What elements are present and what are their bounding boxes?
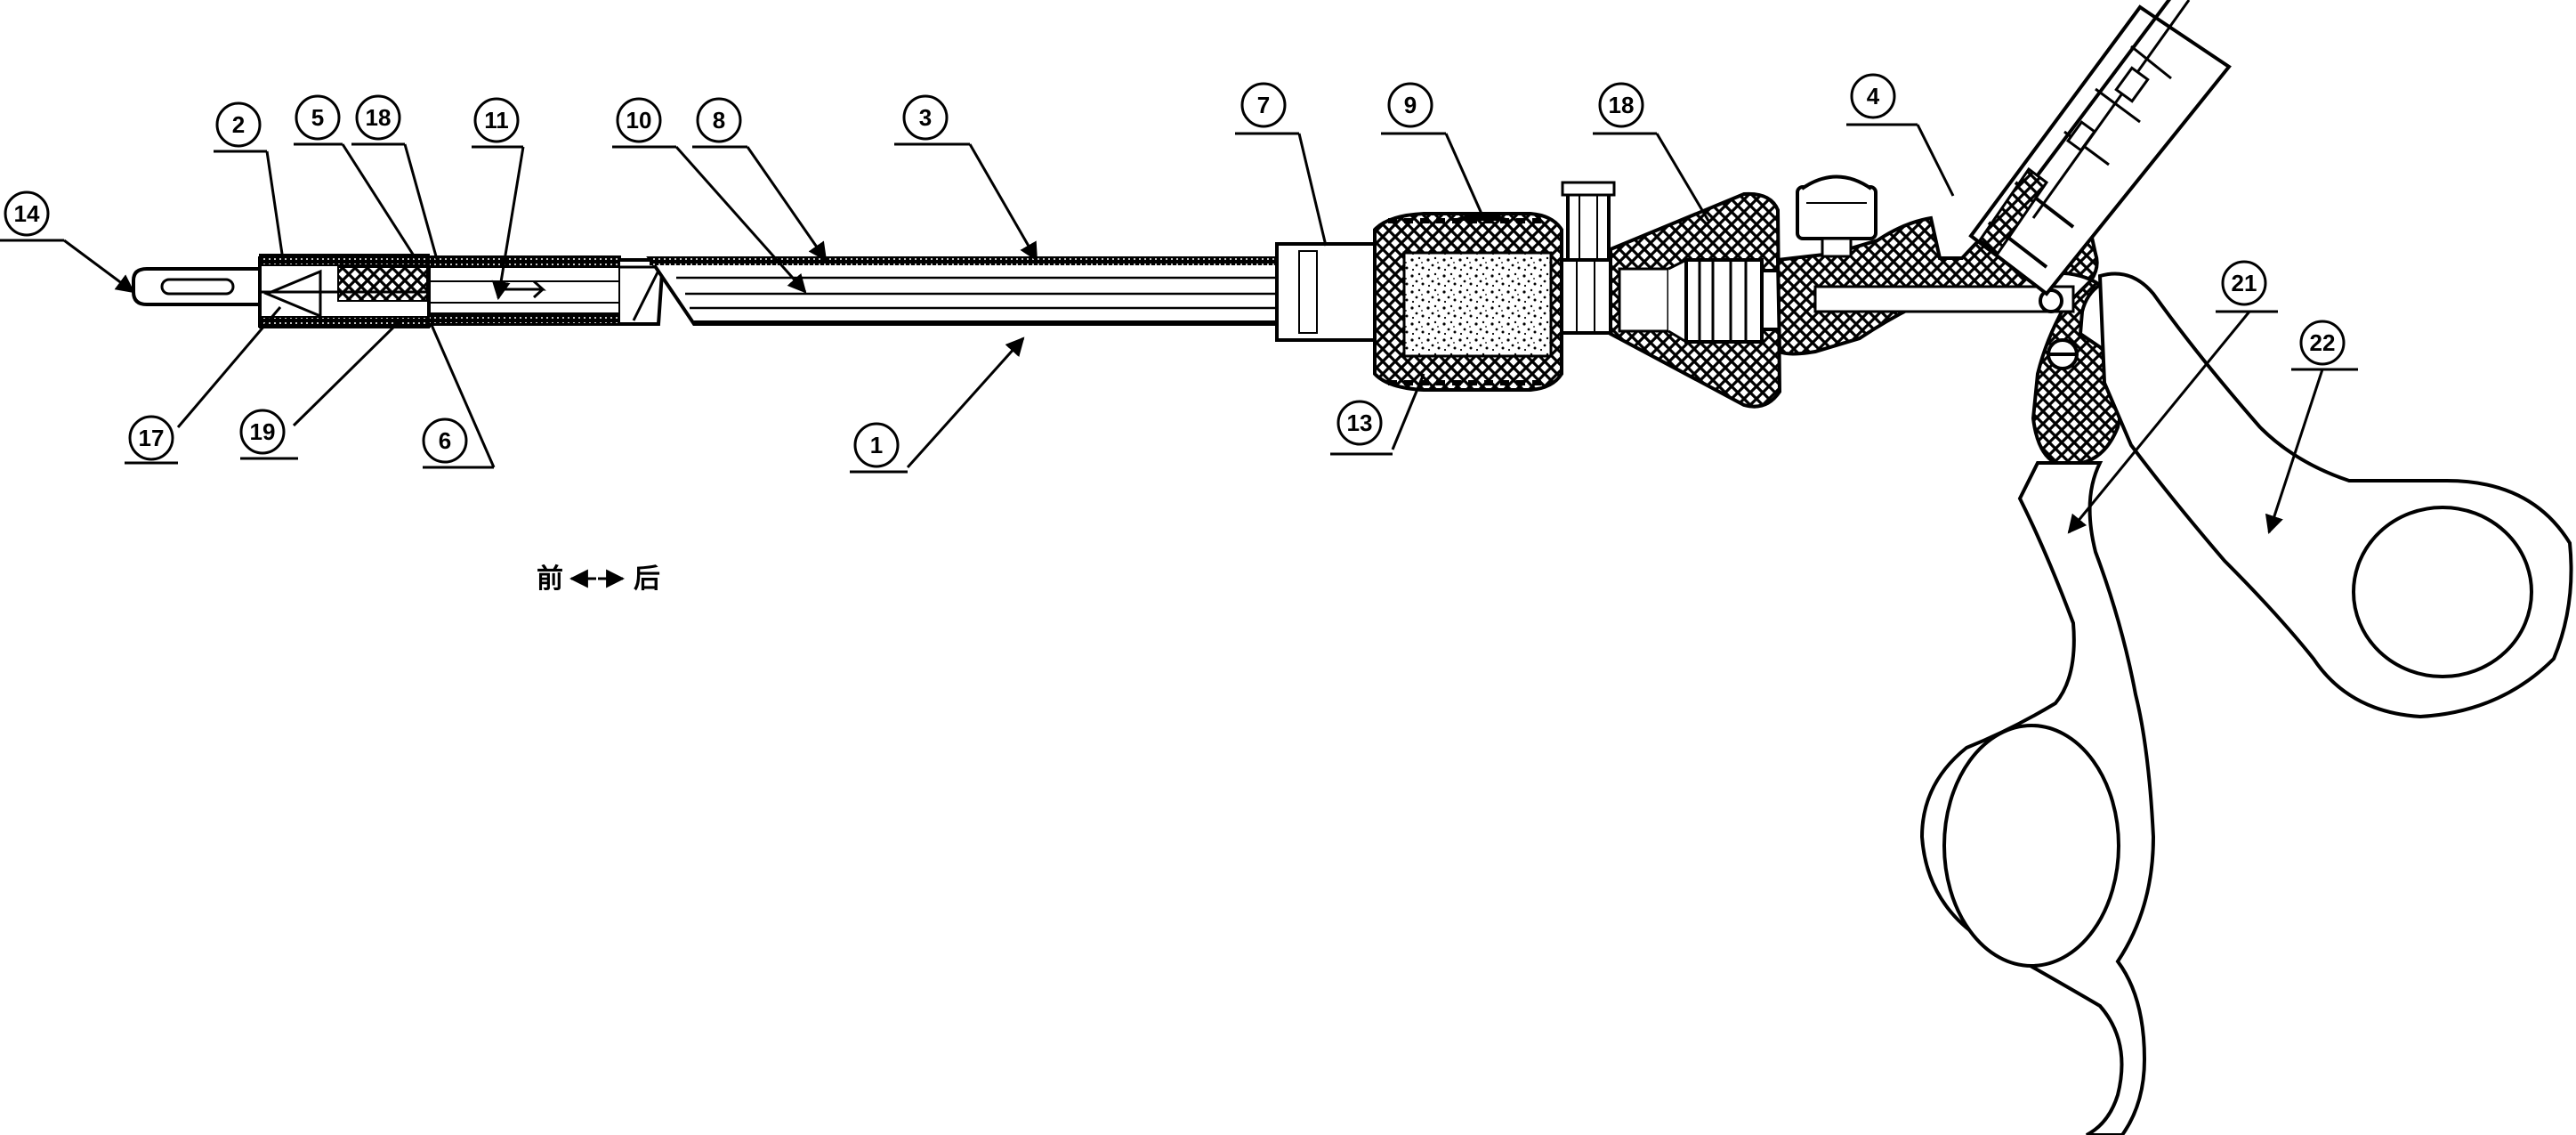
callout-11: 11 [472,97,525,301]
rotation-knob [1275,212,1563,392]
callout-label: 11 [484,107,509,134]
callout-22: 22 [2265,320,2358,534]
valve-cap [1566,187,1611,262]
callout-label: 8 [713,107,725,134]
distal-tip-assembly [132,254,666,328]
callout-label: 4 [1867,83,1880,109]
shaft [646,256,1279,326]
callout-17: 17 [125,306,282,465]
callout-9: 9 [1381,82,1483,215]
callouts: 14 2 5 18 11 [0,73,2358,534]
callout-label: 3 [919,104,932,131]
finger-loop-lower [1919,461,2156,1135]
callout-label: 10 [626,107,652,134]
callout-13: 13 [1330,373,1425,456]
callout-label: 7 [1257,92,1270,118]
callout-14: 14 [0,191,135,294]
callout-19: 19 [239,319,402,460]
callout-18-left: 18 [351,94,440,263]
callout-label: 22 [2310,329,2336,356]
back-label: 后 [634,564,660,594]
front-label: 前 [537,564,563,594]
callout-6: 6 [422,324,496,469]
top-knob [1796,185,1877,240]
direction-legend: 前 后 [537,564,660,594]
callout-2: 2 [214,101,285,261]
callout-21: 21 [2067,260,2278,534]
callout-5: 5 [294,94,420,263]
callout-label: 6 [439,427,451,454]
callout-10: 10 [612,97,807,294]
callout-label: 18 [366,104,392,131]
callout-label: 2 [232,111,245,138]
finger-loop-upper [2097,272,2573,719]
callout-label: 21 [2232,270,2257,296]
angled-port [1968,0,2232,296]
callout-label: 19 [250,418,276,445]
callout-4: 4 [1846,73,1955,197]
callout-label: 5 [311,104,324,131]
callout-3: 3 [894,94,1038,262]
callout-label: 18 [1609,92,1635,118]
callout-label: 17 [139,425,165,451]
callout-1: 1 [850,336,1025,474]
callout-label: 1 [870,432,883,458]
callout-label: 13 [1347,409,1373,436]
callout-label: 9 [1404,92,1417,118]
coupler [1275,242,1377,342]
callout-7: 7 [1235,82,1328,247]
callout-label: 14 [14,200,40,227]
callout-18-right: 18 [1593,82,1710,222]
callout-8: 8 [692,97,828,262]
